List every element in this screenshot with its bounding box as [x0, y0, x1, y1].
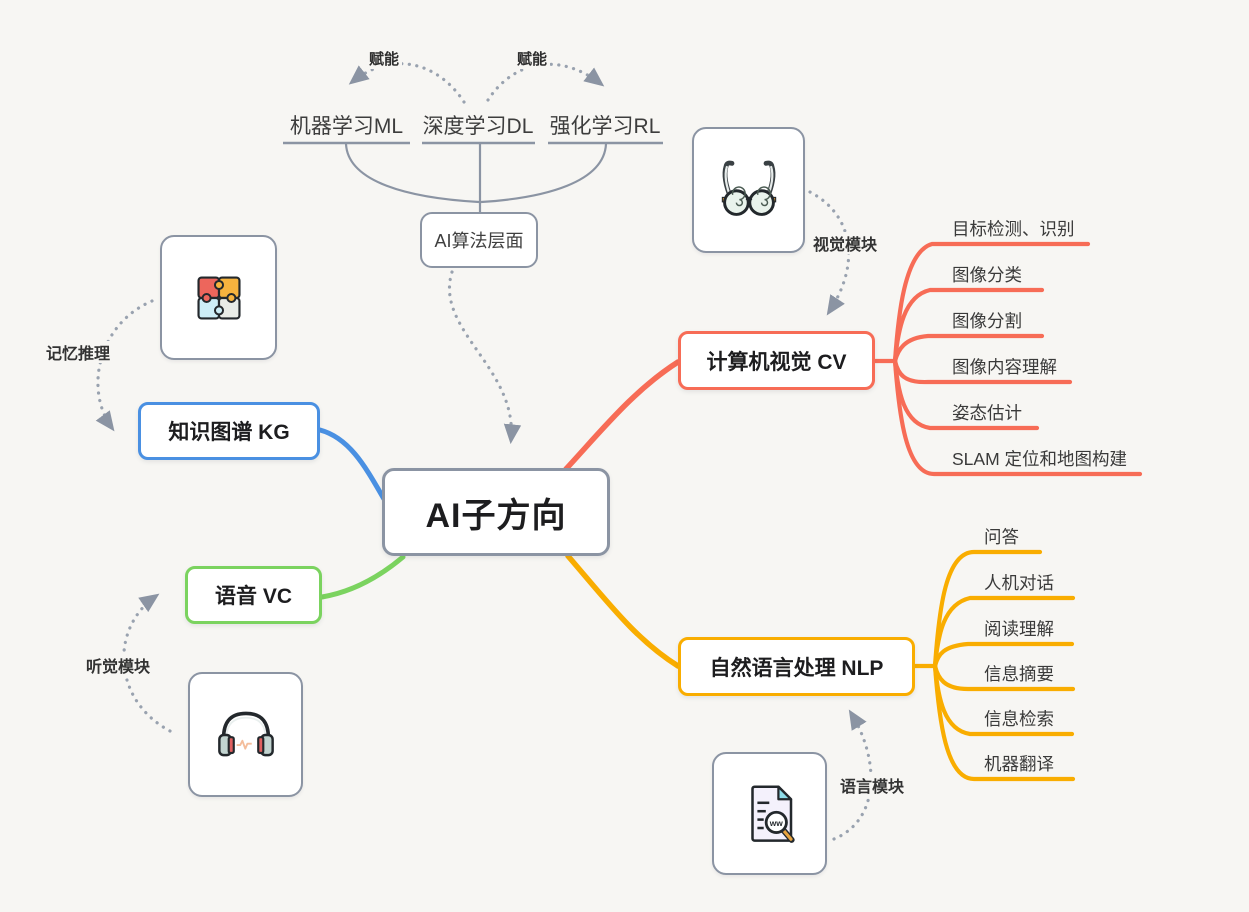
glasses-icon: [721, 160, 776, 216]
nlp-subtopic[interactable]: 信息检索: [984, 709, 1054, 729]
kg-branch-curve: [317, 427, 387, 502]
language-icon-node[interactable]: ww: [712, 752, 827, 875]
magnifier-text: ww: [768, 817, 783, 827]
headphones-icon: [217, 711, 274, 756]
nlp-branch-curve: [565, 553, 681, 669]
cv-subtopic[interactable]: SLAM 定位和地图构建: [952, 449, 1128, 469]
nlp-subtopic[interactable]: 人机对话: [984, 573, 1054, 593]
node-computer-vision[interactable]: 计算机视觉 CV: [678, 331, 875, 390]
nlp-item-line: [932, 595, 1076, 669]
vc-branch-curve: [319, 554, 406, 600]
cv-item-line: [892, 333, 1045, 364]
vision-icon-node[interactable]: [692, 127, 805, 253]
cv-subtopic[interactable]: 图像分类: [952, 265, 1022, 285]
vision-module-label[interactable]: 视觉模块: [811, 232, 880, 254]
cv-subtopic[interactable]: 目标检测、识别: [952, 219, 1075, 239]
hearing-icon-node[interactable]: [188, 672, 303, 797]
nlp-subtopic[interactable]: 信息摘要: [984, 664, 1054, 684]
topic-deep-learning[interactable]: 深度学习DL: [422, 115, 534, 138]
node-knowledge-graph[interactable]: 知识图谱 KG: [138, 402, 320, 460]
memory-icon-node[interactable]: [160, 235, 277, 360]
cv-subtopic[interactable]: 姿态估计: [952, 403, 1022, 423]
nlp-subtopic[interactable]: 阅读理解: [984, 619, 1054, 639]
language-module-label[interactable]: 语言模块: [838, 774, 907, 796]
vision-module-arc: [808, 190, 851, 316]
nlp-item-line: [932, 663, 1076, 782]
cv-item-line: [892, 287, 1045, 364]
empower-left-arc: [348, 62, 466, 104]
nlp-subtopic[interactable]: 问答: [984, 527, 1019, 547]
memory-reasoning-label[interactable]: 记忆推理: [44, 341, 113, 363]
hearing-module-label[interactable]: 听觉模块: [84, 654, 153, 676]
empower-right-arc: [486, 62, 605, 102]
cv-subtopic[interactable]: 图像分割: [952, 311, 1022, 331]
puzzle-icon: [196, 275, 241, 320]
cv-branch-curve: [563, 359, 681, 472]
node-nlp[interactable]: 自然语言处理 NLP: [678, 637, 915, 696]
ml-connector: [344, 143, 480, 204]
nlp-item-line: [932, 641, 1075, 669]
document-search-icon: ww: [750, 784, 795, 843]
node-ai-subdirections[interactable]: AI子方向: [382, 468, 610, 556]
rl-connector: [480, 143, 608, 204]
cv-subtopic[interactable]: 图像内容理解: [952, 357, 1057, 377]
algo-to-center-arrow: [448, 270, 522, 445]
cv-item-line: [892, 358, 1143, 477]
topic-reinforcement-learning[interactable]: 强化学习RL: [549, 115, 661, 138]
nlp-subtopic[interactable]: 机器翻译: [984, 754, 1054, 774]
empower-label-left[interactable]: 赋能: [366, 47, 403, 69]
node-voice[interactable]: 语音 VC: [185, 566, 322, 624]
topic-machine-learning[interactable]: 机器学习ML: [289, 115, 404, 138]
empower-label-right[interactable]: 赋能: [514, 47, 551, 69]
node-ai-algorithm-layer[interactable]: AI算法层面: [420, 212, 538, 268]
